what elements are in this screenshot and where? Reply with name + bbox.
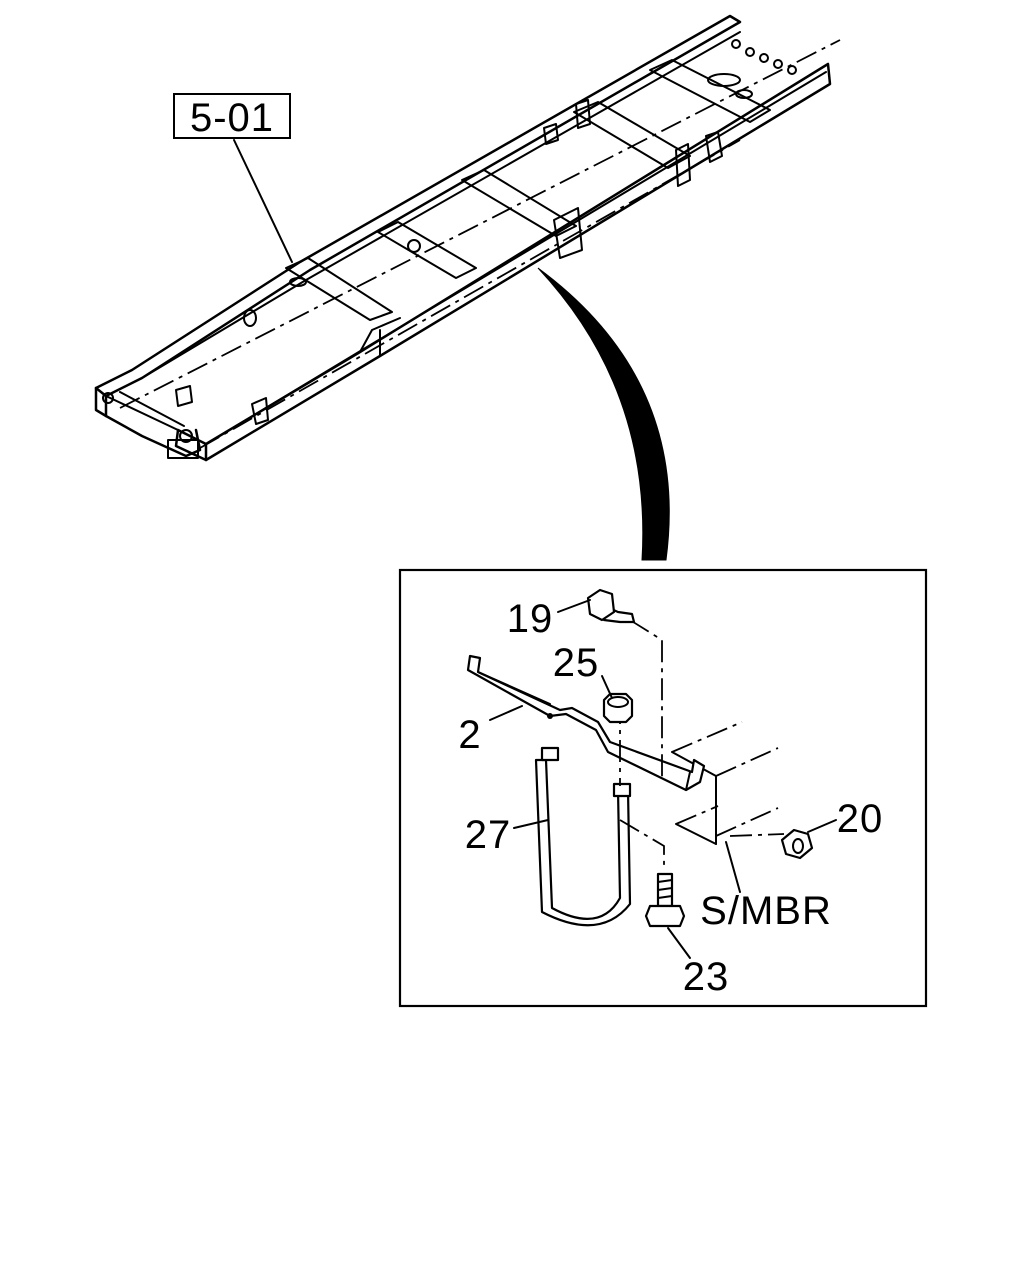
callout-27: 27 xyxy=(465,813,512,857)
callout-2: 2 xyxy=(458,713,481,757)
detail-pointer-arrow xyxy=(537,267,670,561)
callout-20: 20 xyxy=(837,797,884,841)
callout-smbr: S/MBR xyxy=(700,889,832,933)
leader-smbr xyxy=(725,841,741,893)
leader-20 xyxy=(807,819,837,833)
callout-23: 23 xyxy=(683,955,730,999)
detail-view: 19 25 2 27 20 23 S/MBR xyxy=(398,568,928,1008)
leader-2 xyxy=(489,705,523,721)
bolt-part-23 xyxy=(644,872,686,928)
nut-part-20 xyxy=(780,828,814,860)
leader-25 xyxy=(601,675,613,699)
callout-25: 25 xyxy=(553,641,600,685)
bracket-part-2 xyxy=(466,654,706,792)
bolt-part-19 xyxy=(586,588,636,624)
reference-box-label: 5-01 xyxy=(190,96,274,140)
leader-23 xyxy=(667,927,691,959)
reference-leader-line xyxy=(233,139,293,263)
leader-19 xyxy=(557,599,591,613)
reference-box-5-01: 5-01 xyxy=(173,93,293,263)
chassis-frame-drawing xyxy=(94,14,841,462)
band-part-27 xyxy=(534,746,632,927)
nut-part-25 xyxy=(602,692,634,724)
callout-19: 19 xyxy=(507,597,554,641)
detail-frame xyxy=(398,568,928,1008)
leader-27 xyxy=(513,819,549,829)
side-member-block xyxy=(671,721,779,845)
